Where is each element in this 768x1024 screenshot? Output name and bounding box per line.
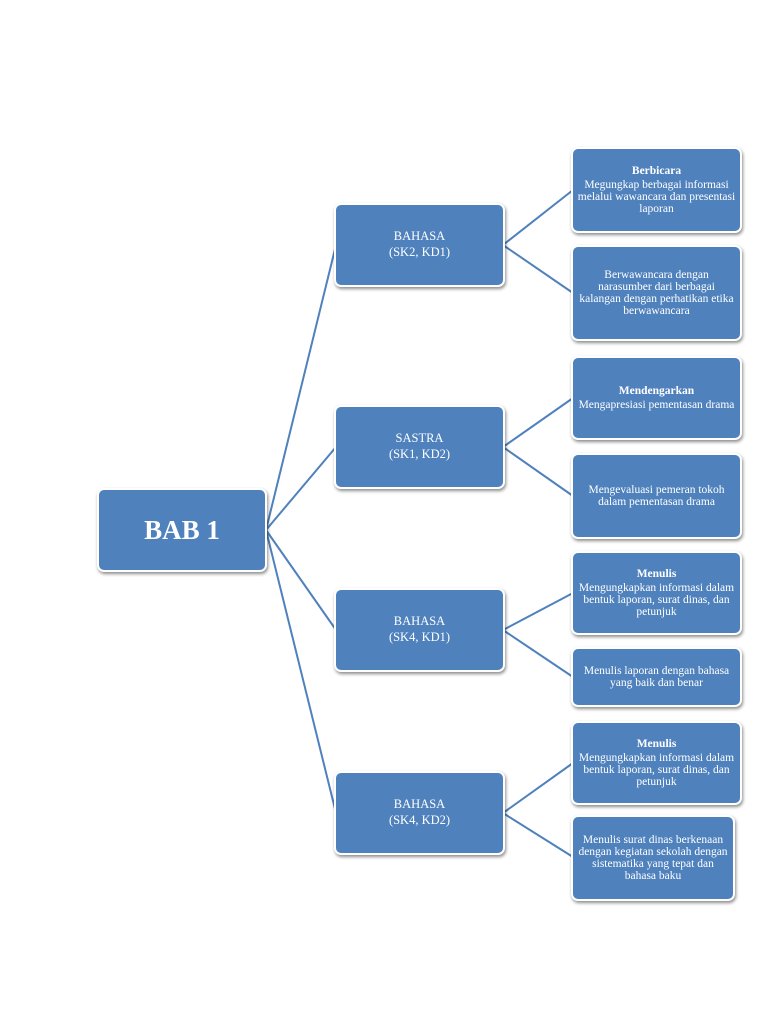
- leaf-title: Menulis: [636, 737, 677, 750]
- leaf-text: Megungkap berbagai informasi melalui waw…: [577, 178, 736, 216]
- leaf-title: Menulis: [636, 567, 677, 580]
- leaf-node-menulis-surat-dinas: Menulis surat dinas berkenaan dengan keg…: [571, 815, 735, 901]
- leaf-node-mendengarkan: Mendengarkan Mengapresiasi pementasan dr…: [571, 356, 742, 440]
- connector-root-branch-4: [265, 529, 337, 814]
- branch-node-bahasa-sk4-kd1: BAHASA (SK4, KD1): [334, 588, 505, 672]
- leaf-node-mengevaluasi: Mengevaluasi pemeran tokoh dalam pementa…: [571, 453, 742, 539]
- leaf-node-menulis-laporan: Menulis laporan dengan bahasa yang baik …: [571, 647, 742, 707]
- leaf-node-berwawancara: Berwawancara dengan narasumber dari berb…: [571, 245, 742, 341]
- branch-code: (SK4, KD1): [388, 630, 451, 644]
- branch-code: (SK1, KD2): [388, 447, 451, 461]
- connector-branch-1-leaf-1: [502, 189, 574, 246]
- leaf-text: Mengapresiasi pementasan drama: [578, 399, 735, 411]
- branch-label: BAHASA: [393, 614, 446, 629]
- leaf-text: Mengungkapkan informasi dalam bentuk lap…: [578, 581, 735, 619]
- connector-branch-3-leaf-2: [502, 629, 574, 678]
- root-node-bab-1: BAB 1: [97, 488, 267, 572]
- branch-node-bahasa-sk2-kd1: BAHASA (SK2, KD1): [334, 203, 505, 287]
- connector-branch-4-leaf-2: [502, 812, 574, 858]
- leaf-node-berbicara: Berbicara Megungkap berbagai informasi m…: [571, 147, 742, 233]
- branch-label: BAHASA: [393, 797, 446, 812]
- leaf-node-menulis-kd2: Menulis Mengungkapkan informasi dalam be…: [571, 721, 742, 805]
- connector-branch-4-leaf-1: [502, 762, 574, 814]
- branch-code: (SK4, KD2): [388, 813, 451, 827]
- leaf-text: Mengungkapkan informasi dalam bentuk lap…: [578, 751, 735, 789]
- connector-branch-2-leaf-2: [502, 446, 574, 497]
- branch-node-bahasa-sk4-kd2: BAHASA (SK4, KD2): [334, 771, 505, 855]
- branch-node-sastra-sk1-kd2: SASTRA (SK1, KD2): [334, 405, 505, 489]
- leaf-title: Berbicara: [631, 164, 682, 177]
- leaf-text: Berwawancara dengan narasumber dari berb…: [579, 268, 734, 318]
- leaf-text: Menulis laporan dengan bahasa yang baik …: [583, 664, 730, 689]
- leaf-text: Menulis surat dinas berkenaan dengan keg…: [578, 833, 728, 883]
- branch-label: SASTRA: [395, 431, 444, 446]
- branch-label: BAHASA: [393, 229, 446, 244]
- connector-branch-1-leaf-2: [502, 244, 574, 294]
- root-title: BAB 1: [144, 514, 220, 545]
- connector-root-branch-1: [265, 244, 337, 531]
- connector-root-branch-3: [265, 529, 337, 631]
- branch-code: (SK2, KD1): [388, 245, 451, 259]
- connector-root-branch-2: [265, 446, 337, 531]
- leaf-node-menulis-kd1: Menulis Mengungkapkan informasi dalam be…: [571, 551, 742, 635]
- leaf-text: Mengevaluasi pemeran tokoh dalam pementa…: [588, 483, 725, 508]
- leaf-title: Mendengarkan: [618, 384, 695, 397]
- connector-branch-3-leaf-1: [502, 592, 574, 631]
- connector-branch-2-leaf-1: [502, 397, 574, 448]
